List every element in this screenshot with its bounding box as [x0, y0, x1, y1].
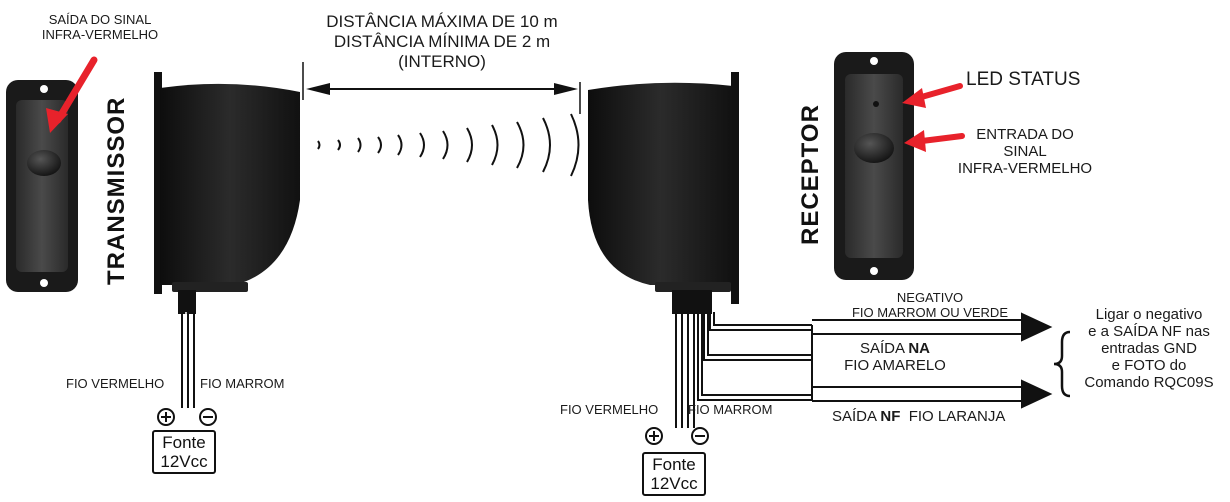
receiver-plus-icon — [645, 427, 663, 445]
receiver-lens-icon — [854, 133, 894, 163]
transmitter-front-view — [6, 80, 78, 292]
output-brace — [1053, 330, 1071, 398]
transmitter-wires — [181, 312, 195, 408]
nf-bold: NF — [880, 408, 901, 425]
transmitter-title: TRANSMISSOR — [103, 96, 130, 285]
na-output-label: SAÍDA NA FIO AMARELO — [820, 340, 970, 374]
na-bold: NA — [908, 340, 931, 357]
negative-wire-label: FIO MARROM OU VERDE — [851, 305, 1008, 320]
receiver-wires — [675, 312, 812, 428]
led-status-arrow — [902, 83, 963, 108]
callout-line: INFRA-VERMELHO — [41, 27, 159, 42]
wiring-note: Ligar o negativo e a SAÍDA NF nas entrad… — [1070, 306, 1228, 391]
transmitter-wire-left: FIO VERMELHO — [66, 376, 165, 391]
na-output-title: SAÍDA NA — [820, 340, 970, 357]
led-status-label: LED STATUS — [966, 69, 1081, 90]
callout-line: SINAL — [1003, 143, 1047, 160]
callout-line: INFRA-VERMELHO — [957, 160, 1093, 177]
receiver-wire-right: FIO MARROM — [688, 402, 773, 417]
receiver-power-supply: Fonte 12Vcc — [642, 452, 706, 496]
psu-line: 12Vcc — [160, 452, 208, 471]
receiver-title: RECEPTOR — [797, 104, 824, 245]
distance-line: DISTÂNCIA MÁXIMA DE 10 m — [326, 12, 558, 31]
transmitter-callout: SAÍDA DO SINAL INFRA-VERMELHO — [20, 12, 180, 42]
na-prefix: SAÍDA — [859, 340, 909, 357]
transmitter-plus-icon — [157, 408, 175, 426]
nf-prefix: SAÍDA — [832, 408, 881, 425]
psu-line: 12Vcc — [650, 474, 698, 493]
note-line: Ligar o negativo — [1095, 306, 1203, 323]
receiver-housing — [588, 72, 739, 314]
transmitter-lens-icon — [27, 150, 61, 176]
input-signal-arrow — [904, 130, 965, 152]
input-signal-callout: ENTRADA DO SINAL INFRA-VERMELHO — [950, 126, 1100, 177]
transmitter-power-supply: Fonte 12Vcc — [152, 430, 216, 474]
callout-line: SAÍDA DO SINAL — [48, 12, 152, 27]
infrared-beam-waves — [317, 113, 580, 177]
distance-dimension — [302, 62, 581, 114]
receiver-minus-icon — [691, 427, 709, 445]
distance-line: DISTÂNCIA MÍNIMA DE 2 m — [333, 32, 551, 51]
transmitter-wire-right: FIO MARROM — [200, 376, 285, 391]
receiver-wire-left: FIO VERMELHO — [560, 402, 659, 417]
nf-wire-label: FIO LARANJA — [900, 408, 1006, 425]
output-arrows — [811, 312, 1053, 409]
note-line: entradas GND — [1101, 340, 1197, 357]
receiver-front-view — [834, 52, 914, 280]
psu-line: Fonte — [162, 433, 206, 452]
psu-line: Fonte — [652, 455, 696, 474]
note-line: e FOTO do — [1111, 357, 1187, 374]
note-line: Comando RQC09S — [1084, 374, 1214, 391]
transmitter-housing — [154, 72, 300, 314]
nf-output-label: SAÍDA NF FIO LARANJA — [832, 408, 1005, 425]
negative-label: NEGATIVO — [896, 290, 964, 305]
distance-label: DISTÂNCIA MÁXIMA DE 10 m DISTÂNCIA MÍNIM… — [296, 12, 588, 72]
negative-output-label: NEGATIVO FIO MARROM OU VERDE — [820, 290, 1040, 320]
transmitter-minus-icon — [199, 408, 217, 426]
led-status-icon — [873, 101, 879, 107]
note-line: e a SAÍDA NF nas — [1088, 323, 1210, 340]
na-wire-label: FIO AMARELO — [844, 357, 946, 374]
callout-line: ENTRADA DO — [976, 126, 1074, 143]
distance-line: (INTERNO) — [398, 52, 486, 71]
transmitter-callout-arrow — [46, 56, 98, 133]
